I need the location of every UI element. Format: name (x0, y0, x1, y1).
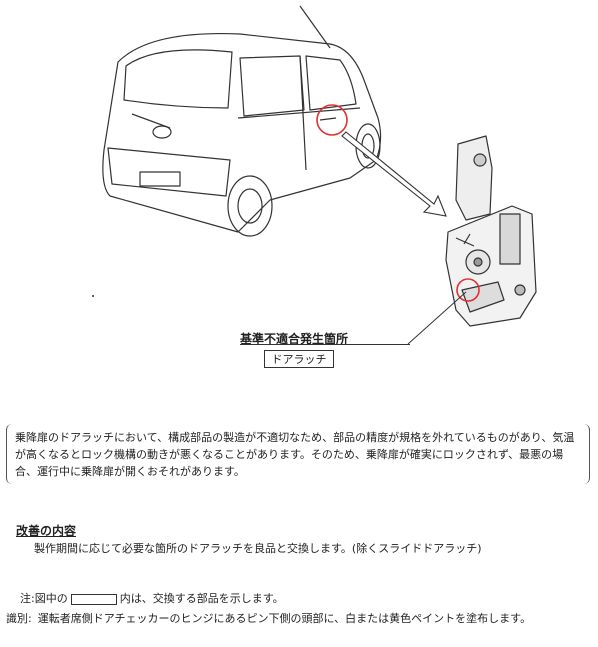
identification-body: 運転者席側ドアチェッカーのヒンジにあるピン下側の頭部に、白または黄色ペイントを塗… (37, 612, 532, 625)
recall-illustration (92, 5, 537, 345)
note-suffix: 内は、交換する部品を示します。 (119, 592, 284, 605)
caption-underline (240, 344, 410, 345)
latch-part-highlight-circle (456, 278, 480, 302)
identification-label: 識別: (6, 612, 32, 625)
replacement-box-legend (70, 593, 117, 605)
stray-dot (92, 295, 94, 297)
car-illustration (102, 5, 382, 237)
pointer-arrow (341, 131, 447, 217)
door-latch-part-illustration (445, 135, 537, 327)
defect-description: 乗降扉のドアラッチにおいて、構成部品の製造が不適切なため、部品の精度が規格を外れ… (6, 424, 590, 484)
nonconformity-location-title: 基準不適合発生箇所 (240, 332, 349, 346)
part-name-box: ドアラッチ (264, 350, 334, 368)
improvement-body: 製作期間に応じて必要な箇所のドアラッチを良品と交換します。(除くスライドドアラッ… (34, 542, 482, 555)
note-prefix: 注:図中の (20, 592, 68, 605)
improvement-title: 改善の内容 (16, 524, 77, 538)
door-latch-highlight-circle (316, 104, 348, 136)
caption-leader-line (407, 291, 467, 345)
identification-line: 識別: 運転者席側ドアチェッカーのヒンジにあるピン下側の頭部に、白または黄色ペイン… (6, 610, 531, 626)
note-line: 注:図中の 内は、交換する部品を示します。 (20, 590, 284, 606)
